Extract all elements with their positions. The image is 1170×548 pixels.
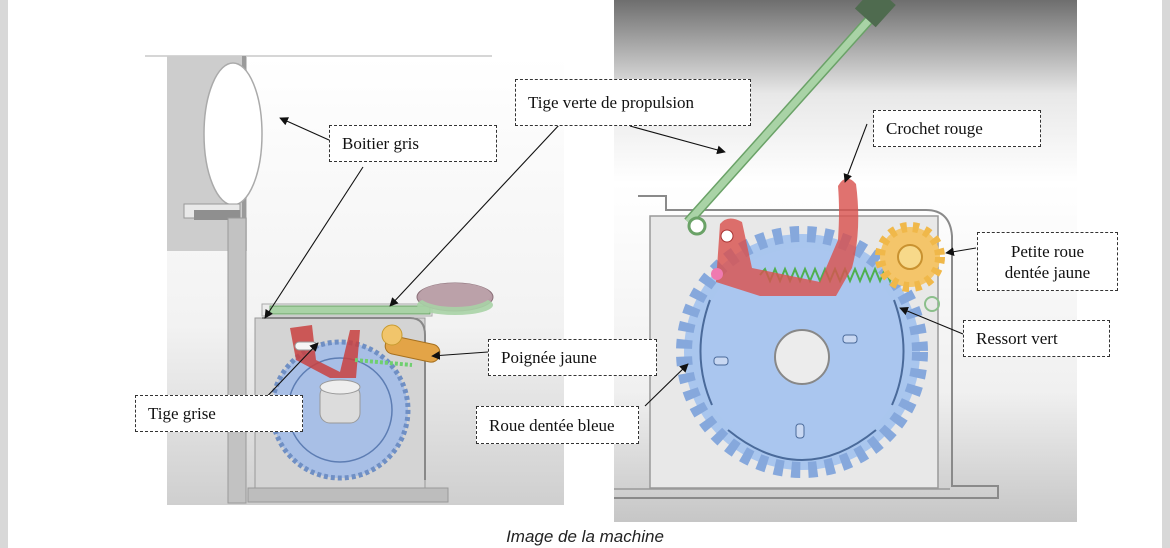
label-boitier-gris: Boitier gris <box>329 125 497 162</box>
crochet-rouge-shape <box>711 178 859 296</box>
label-text: Poignée jaune <box>501 348 597 367</box>
poignee-jaune-shape <box>381 324 441 363</box>
label-text: Crochet rouge <box>886 119 983 138</box>
tige-verte-right-shape <box>684 0 896 236</box>
tige-verte-shape <box>261 282 494 317</box>
label-poignee-jaune: Poignée jaune <box>488 339 657 376</box>
label-text: Roue dentée bleue <box>489 415 615 435</box>
label-ressort-vert: Ressort vert <box>963 320 1110 357</box>
label-text: Boitier gris <box>342 134 419 153</box>
roue-dentee-bleue-shape <box>269 339 411 481</box>
label-tige-grise: Tige grise <box>135 395 303 432</box>
label-roue-dentee-bleue: Roue dentée bleue <box>476 406 639 444</box>
crochet-rouge-left <box>290 325 360 378</box>
page-edge-left <box>0 0 8 548</box>
label-tige-verte: Tige verte de propulsion <box>515 79 751 126</box>
left-view <box>145 55 564 505</box>
petite-roue-jaune-shape <box>875 222 945 312</box>
label-text: Tige verte de propulsion <box>528 93 695 112</box>
figure-caption: Image de la machine <box>506 527 664 546</box>
page-edge-right <box>1162 0 1170 548</box>
label-text: Tige grise <box>148 404 216 423</box>
label-crochet-rouge: Crochet rouge <box>873 110 1041 147</box>
label-text: Ressort vert <box>976 329 1058 348</box>
roue-dentee-bleue-right-shape <box>676 226 928 478</box>
